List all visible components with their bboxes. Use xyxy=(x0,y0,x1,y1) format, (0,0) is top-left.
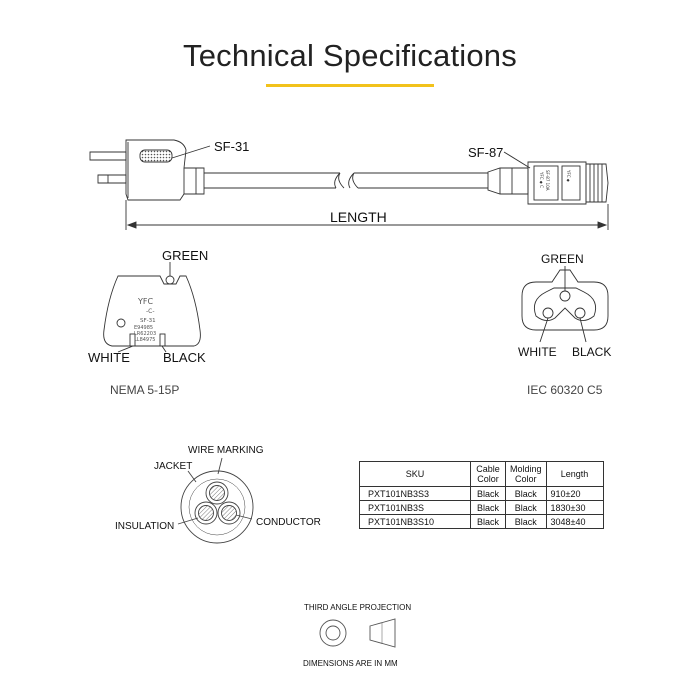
iec-connector-face xyxy=(521,266,609,343)
black-leader xyxy=(161,345,167,353)
connector-body xyxy=(527,161,587,205)
connector-label-area xyxy=(533,165,559,201)
conductor-left xyxy=(194,501,218,525)
plug-marking-yfc: YFC xyxy=(137,297,153,306)
c5-ground-hole xyxy=(559,290,571,302)
wire-marking-leader xyxy=(217,457,223,475)
plug-prong-top xyxy=(89,151,127,161)
insulation-label: INSULATION xyxy=(115,521,174,532)
table-row: PXT101NB3S10 Black Black 3048±40 xyxy=(359,514,604,529)
jacket-circle xyxy=(180,470,254,544)
plug-black-label: BLACK xyxy=(163,350,206,365)
dimensions-note: DIMENSIONS ARE IN MM xyxy=(303,659,398,668)
plug-marking-3: LL84975 xyxy=(134,337,155,343)
projection-title: THIRD ANGLE PROJECTION xyxy=(304,603,411,612)
table-row: PXT101NB3S Black Black 1830±30 xyxy=(359,500,604,515)
jacket-leader xyxy=(187,470,197,483)
svg-text:SF-87 10A: SF-87 10A xyxy=(545,170,550,191)
hot-slot xyxy=(159,333,166,347)
plug-marking-2: LR62203 xyxy=(134,331,156,337)
plug-code-label: SF-31 xyxy=(214,139,249,154)
connector-leader xyxy=(503,151,531,169)
table-row: PXT101NB3S3 Black Black 910±20 xyxy=(359,486,604,501)
cable-right xyxy=(354,172,488,189)
plug-marking-c: -C- xyxy=(146,308,155,315)
cable-color-cell: Black xyxy=(470,514,506,529)
cable-left xyxy=(204,172,340,189)
ul-mark xyxy=(116,318,126,328)
plug-leader xyxy=(171,145,211,159)
cable-color-cell: Black xyxy=(470,486,506,501)
white-leader xyxy=(117,345,134,353)
plug-marking-sf: SF-31 xyxy=(140,318,156,324)
molding-color-cell: Black xyxy=(505,514,547,529)
svg-text:YFC ◆: YFC ◆ xyxy=(566,169,571,183)
conductor-top xyxy=(205,481,229,505)
length-cell: 3048±40 xyxy=(545,514,604,529)
sku-cell: PXT101NB3S3 xyxy=(359,486,471,501)
title-underline xyxy=(266,84,434,87)
sku-table-header: SKU Cable Color Molding Color Length xyxy=(359,461,604,487)
conductor-leader xyxy=(235,514,253,520)
wire-marking-label: WIRE MARKING xyxy=(188,445,264,456)
insulation-leader xyxy=(177,517,199,525)
connector-caption: IEC 60320 C5 xyxy=(527,383,603,397)
plug-grip-pattern xyxy=(139,149,173,163)
plug-white-label: WHITE xyxy=(88,350,130,365)
plug-marking-1: E94985 xyxy=(134,325,153,331)
cable-assembly xyxy=(89,139,609,230)
connector-white-label: WHITE xyxy=(518,345,557,359)
length-cell: 1830±30 xyxy=(545,500,604,515)
conductor-label: CONDUCTOR xyxy=(256,517,321,528)
cable-color-cell: Black xyxy=(470,500,506,515)
molding-color-cell: Black xyxy=(505,500,547,515)
conductor-right xyxy=(217,501,241,525)
sku-table: SKU Cable Color Molding Color Length PXT… xyxy=(359,461,604,529)
plug-caption: NEMA 5-15P xyxy=(110,383,179,397)
third-angle-projection-symbol xyxy=(319,618,396,648)
connector-head xyxy=(585,163,609,203)
sku-cell: PXT101NB3S10 xyxy=(359,514,471,529)
sku-cell: PXT101NB3S xyxy=(359,500,471,515)
length-cell: 910±20 xyxy=(545,486,604,501)
molding-color-cell: Black xyxy=(505,486,547,501)
c5-neutral-hole xyxy=(542,307,554,319)
jacket-label: JACKET xyxy=(154,461,192,472)
length-label: LENGTH xyxy=(330,209,387,225)
connector-green-label: GREEN xyxy=(541,252,584,266)
svg-text:YFC ◆ C: YFC ◆ C xyxy=(539,171,544,188)
cable-cross-section xyxy=(177,457,254,544)
ground-pin xyxy=(165,275,175,285)
c5-line-hole xyxy=(574,307,586,319)
header-molding-color: Molding Color xyxy=(505,461,547,487)
connector-strain-relief xyxy=(487,167,529,195)
connector-code-label: SF-87 xyxy=(468,145,503,160)
plug-green-label: GREEN xyxy=(162,248,208,263)
header-cable-color: Cable Color xyxy=(470,461,506,487)
page-title: Technical Specifications xyxy=(183,38,517,73)
connector-black-label: BLACK xyxy=(572,345,611,359)
header-length: Length xyxy=(545,461,604,487)
plug-body xyxy=(125,139,205,201)
plug-prong-bottom xyxy=(97,174,127,184)
nema-plug-face xyxy=(103,262,201,353)
header-sku: SKU xyxy=(359,461,471,487)
